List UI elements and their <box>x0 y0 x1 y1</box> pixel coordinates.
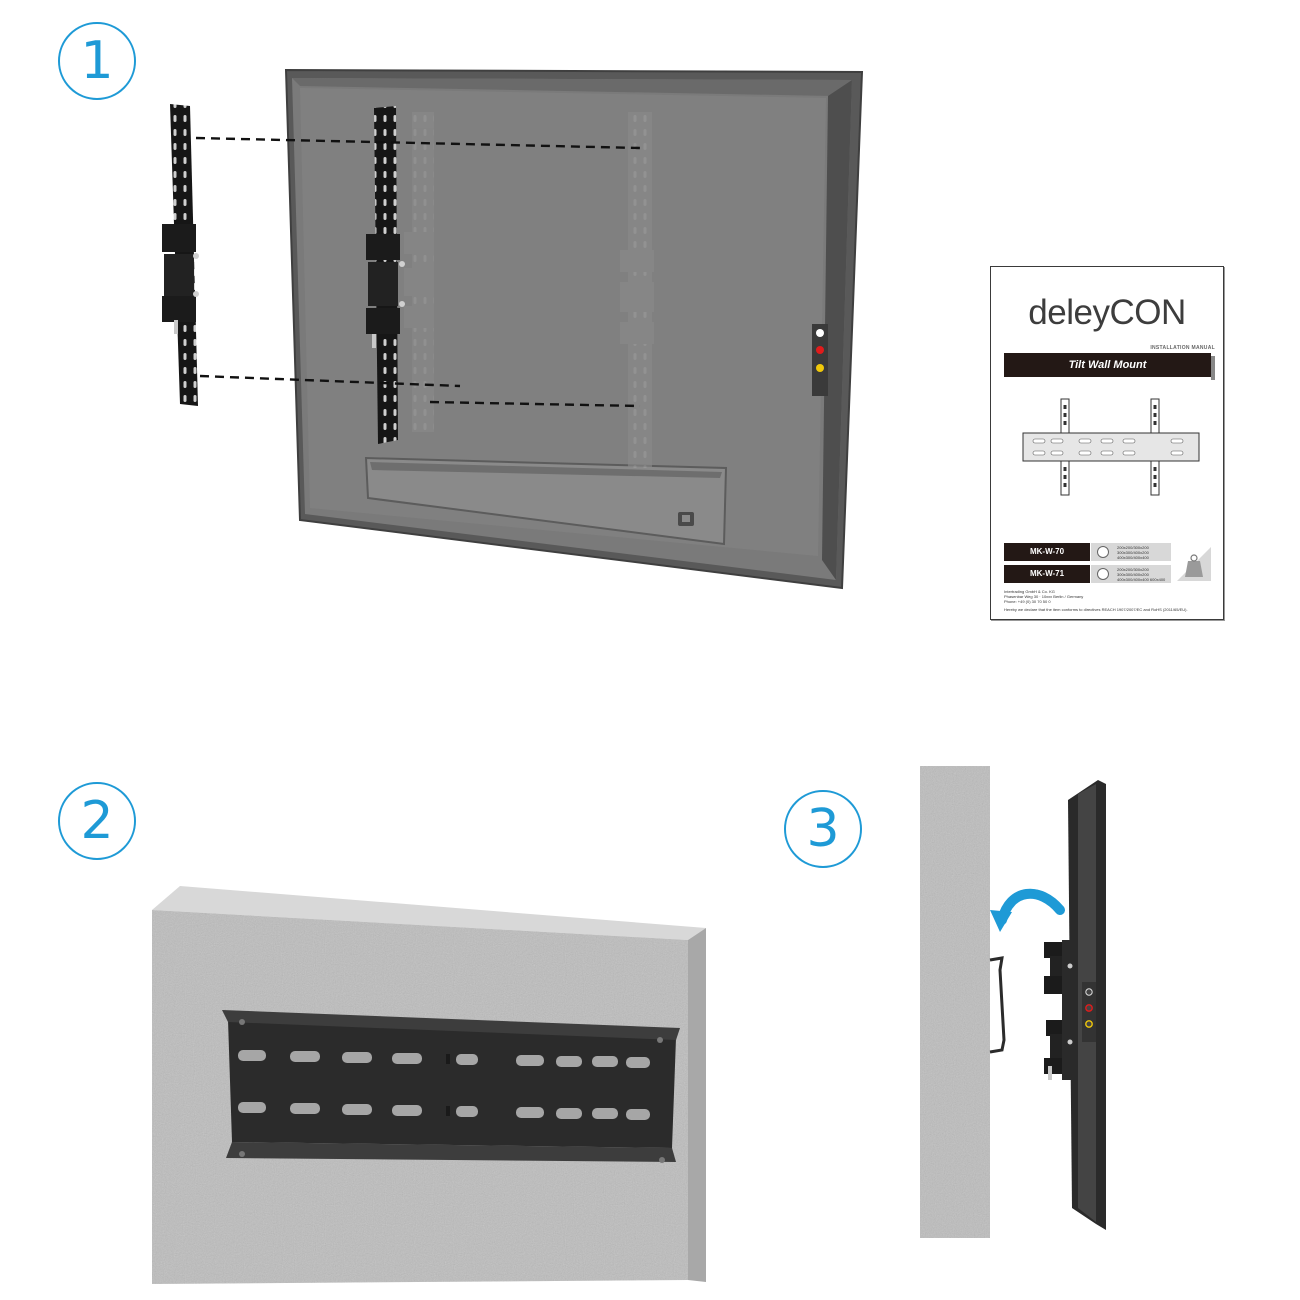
manual-model-2-spec: 200x200/300x200 300x300/400x200 400x300/… <box>1091 565 1171 583</box>
manual-address-line-3: Phone: +49 (0) 30 70 50 0 <box>1004 599 1051 604</box>
step-number-3: 3 <box>784 790 862 868</box>
manual-model-2: MK-W-71 <box>1004 565 1090 583</box>
screw-icon <box>1097 546 1109 558</box>
manual-brand: deleyCON <box>1028 293 1186 332</box>
side-view-illustration <box>920 766 1106 1238</box>
manual-address-line-1: Intertrading GmbH & Co. KG <box>1004 589 1055 594</box>
manual-model-1-spec: 200x200/300x200 300x300/400x200 400x300/… <box>1091 543 1171 561</box>
weight-icon <box>1177 547 1211 581</box>
wall-rail-illustration <box>152 886 706 1284</box>
manual-title-banner: Tilt Wall Mount <box>1004 353 1215 380</box>
manual-doc-type: INSTALLATION MANUAL <box>1150 345 1215 351</box>
step-number-2: 2 <box>58 782 136 860</box>
screw-icon <box>1097 568 1109 580</box>
manual-declaration: Hereby we declare that the item conforms… <box>1004 607 1188 612</box>
step-number-1: 1 <box>58 22 136 100</box>
tv-back-illustration <box>162 68 864 590</box>
manual-mount-drawing <box>1022 398 1200 496</box>
manual-model-1: MK-W-70 <box>1004 543 1090 561</box>
manual-address-line-2: Phasenbar Weg 30 · 10xxx Berlin / German… <box>1004 594 1084 599</box>
installation-manual: deleyCON INSTALLATION MANUAL Tilt Wall M… <box>990 266 1224 620</box>
